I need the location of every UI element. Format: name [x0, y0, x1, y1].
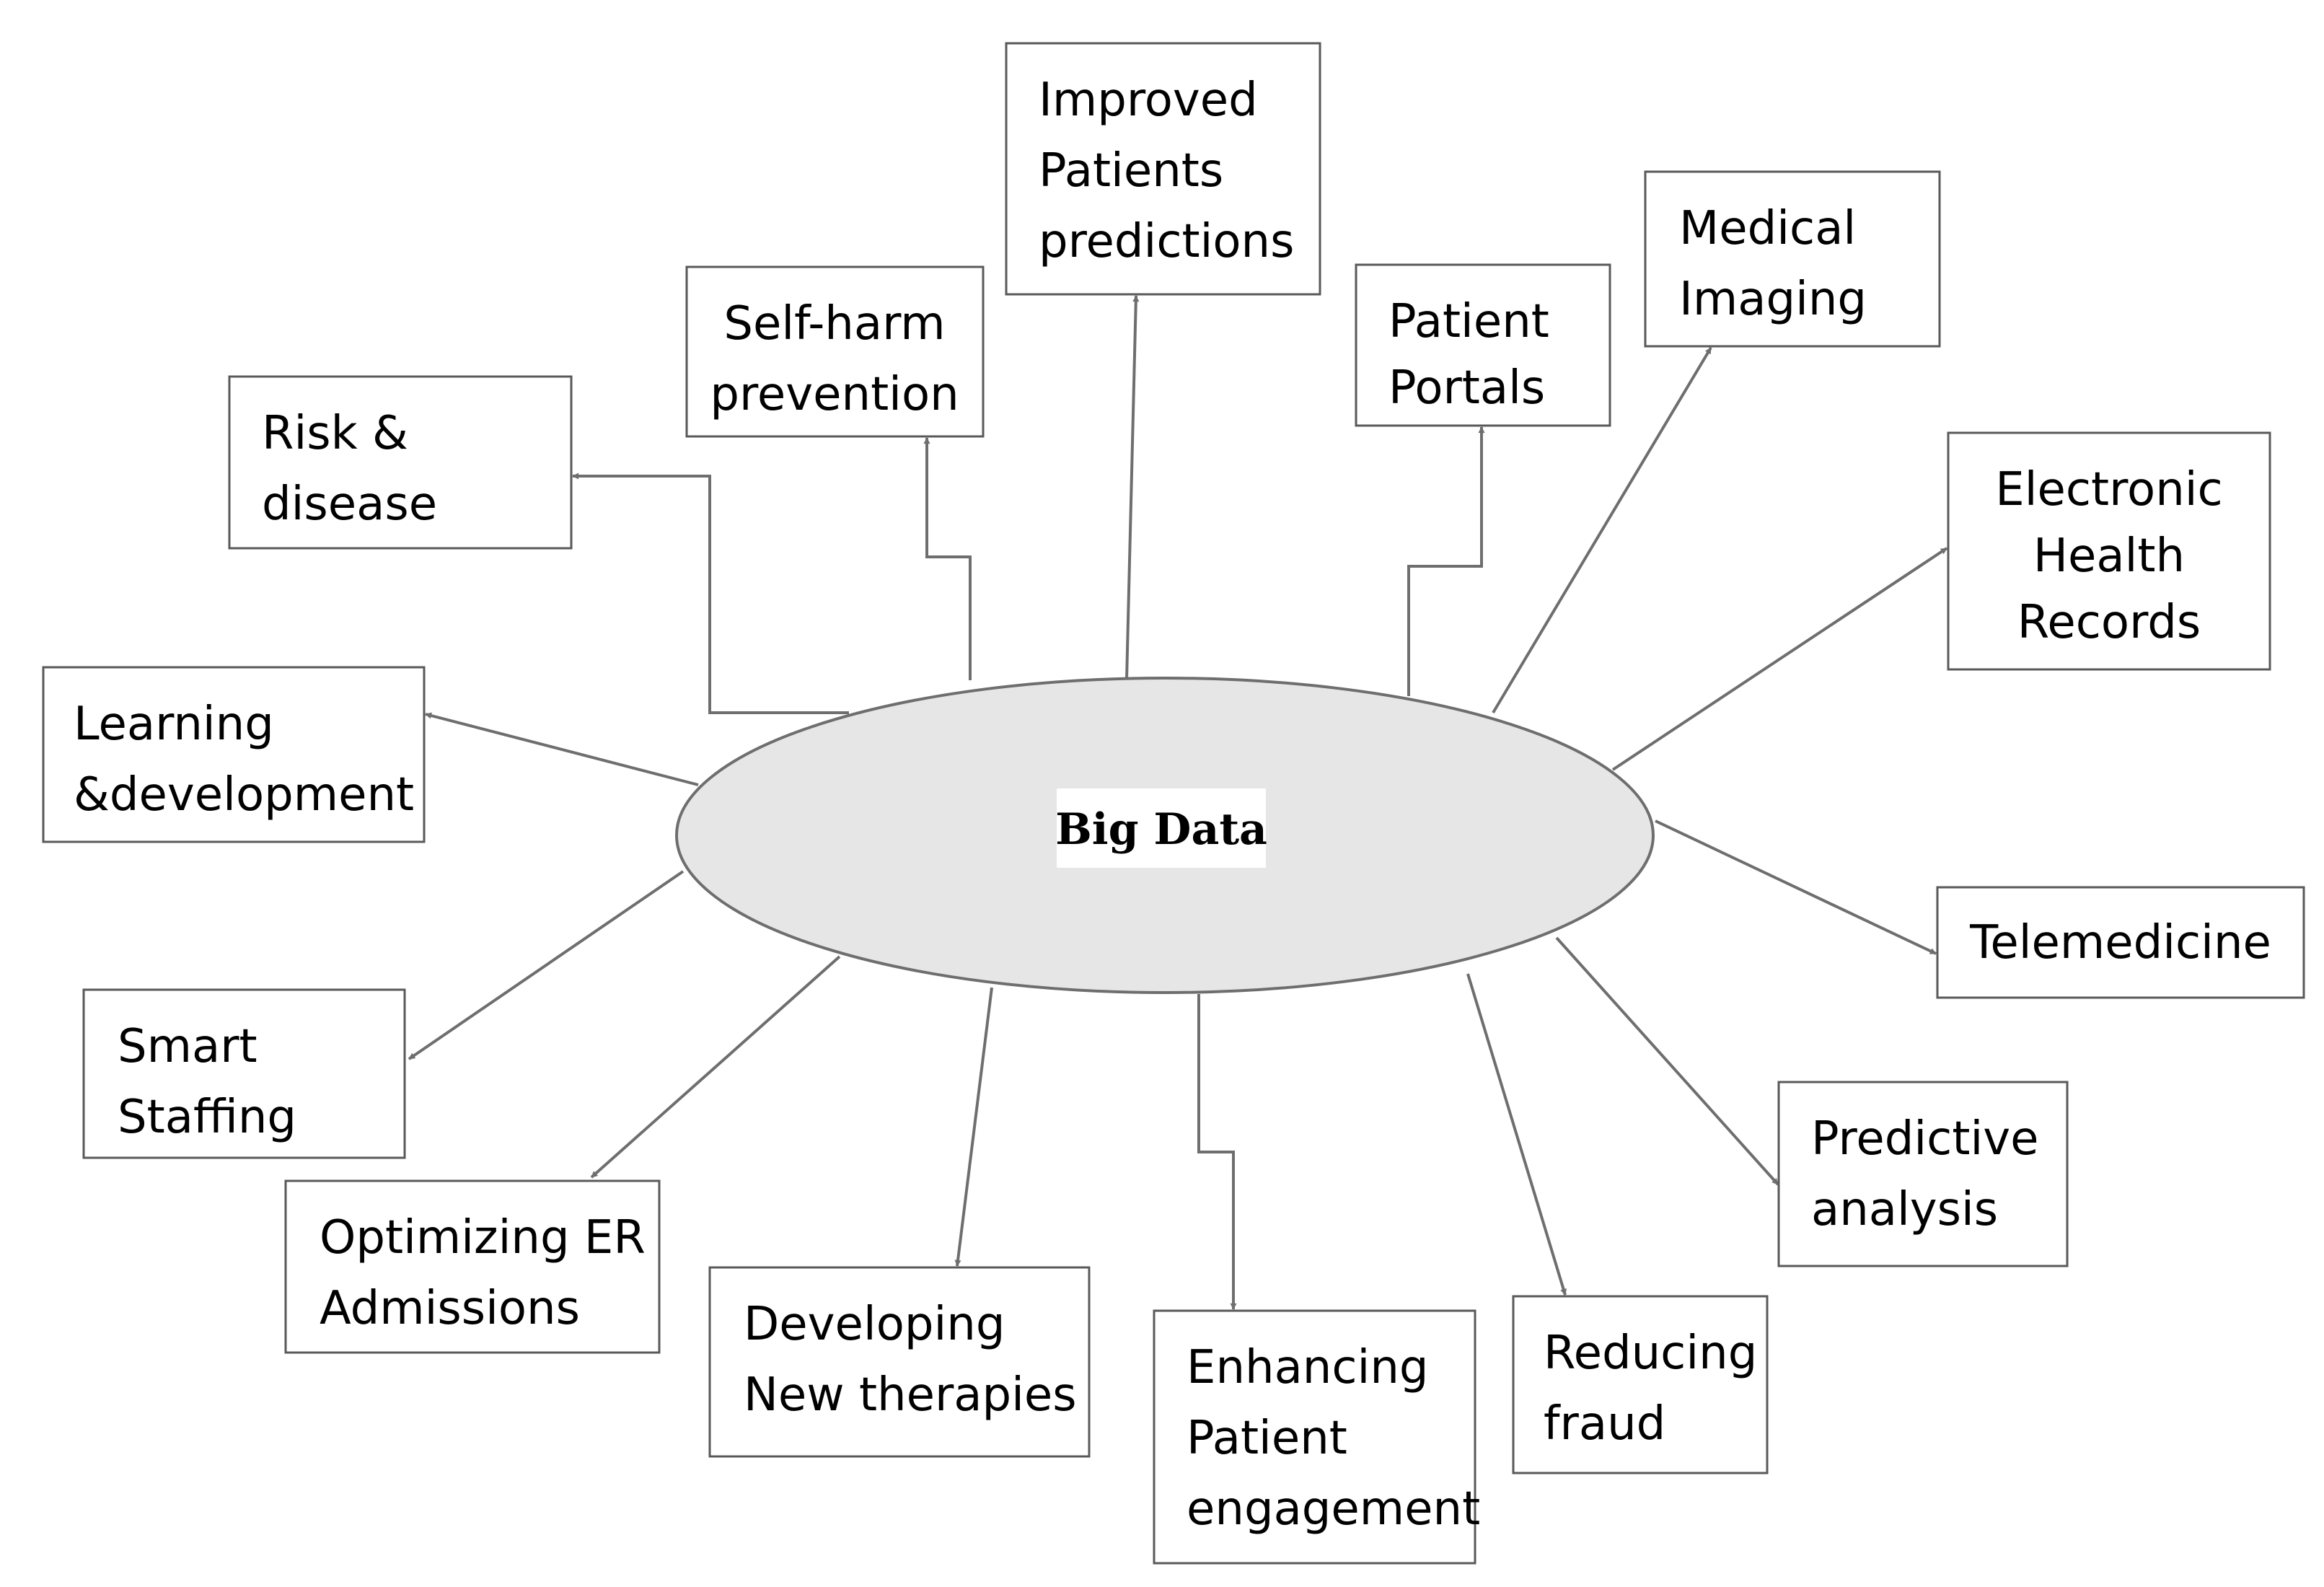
box-frame [708, 1266, 1091, 1458]
box-frame [685, 265, 985, 438]
box-label-line: Developing [744, 1298, 1005, 1351]
box-frame [82, 988, 406, 1159]
arrow-to-medical-imaging [1492, 346, 1712, 714]
box-frame [1153, 1309, 1476, 1565]
box-frame [1355, 263, 1611, 427]
box-label-telemedicine: Telemedicine [1969, 916, 2271, 970]
arrow-to-optimizing-er-admissions [590, 955, 841, 1179]
arrow-to-predictive-analysis [1555, 936, 1779, 1186]
center-label: Big Data [1055, 804, 1267, 855]
box-label-line: Improved [1039, 74, 1258, 127]
box-label-reducing-fraud: Reducing fraud [1544, 1327, 1757, 1451]
box-label-line: Patient [1388, 295, 1549, 348]
arrow-to-reducing-fraud [1466, 973, 1567, 1296]
box-label-line: &development [74, 768, 414, 822]
box-label-line: Health [2033, 529, 2185, 583]
box-label-line: Records [2017, 596, 2201, 649]
box-frame [1005, 42, 1321, 296]
box-label-line: Electronic [1995, 463, 2222, 516]
box-label-line: Reducing [1544, 1327, 1757, 1380]
box-frame [42, 666, 426, 843]
box-risk-disease: Risk & disease [228, 375, 573, 550]
box-frame [1947, 431, 2271, 671]
box-label-line: analysis [1811, 1183, 1998, 1236]
arrow-to-learning-development [425, 712, 699, 786]
box-label-line: prevention [710, 368, 959, 421]
box-label-line: Telemedicine [1969, 916, 2271, 970]
box-label-line: Risk & [262, 407, 408, 460]
arrow-to-electronic-health-records [1611, 547, 1948, 771]
box-label-line: Staffing [118, 1091, 296, 1144]
box-frame [1936, 886, 2305, 999]
arrow-to-improved-patients-predictions [1125, 295, 1140, 680]
box-label-line: engagement [1187, 1482, 1480, 1536]
box-label-line: Learning [74, 698, 274, 751]
box-label-line: New therapies [744, 1368, 1077, 1422]
box-label-line: Patients [1039, 144, 1223, 198]
box-learning-development: Learning&development [42, 666, 426, 843]
arrow-to-developing-new-therapies [954, 987, 993, 1267]
box-predictive-analysis: Predictive analysis [1777, 1081, 2069, 1267]
box-label-risk-disease: Risk & disease [262, 407, 437, 531]
box-label-line: Patient [1187, 1412, 1347, 1465]
box-frame [1644, 170, 1941, 348]
arrow-to-patient-portals [1407, 426, 1485, 696]
connector-arrows [408, 295, 1948, 1310]
box-label-line: Admissions [320, 1282, 580, 1335]
arrow-to-smart-staffing [408, 870, 685, 1060]
box-frame [284, 1179, 661, 1354]
center-node: Big Data [675, 677, 1655, 994]
box-label-predictive-analysis: Predictive analysis [1811, 1112, 2038, 1236]
box-label-optimizing-er-admissions: Optimizing ER Admissions [320, 1211, 646, 1335]
box-label-line: fraud [1544, 1397, 1665, 1451]
box-label-line: predictions [1039, 215, 1294, 268]
box-self-harm-prevention: Self-harm prevention [685, 265, 985, 438]
box-frame [1512, 1295, 1769, 1474]
arrow-to-self-harm-prevention [923, 437, 972, 680]
box-label-line: Optimizing ER [320, 1211, 646, 1265]
box-label-learning-development: Learning&development [74, 698, 414, 822]
box-label-line: disease [262, 478, 437, 531]
arrow-to-enhancing-patient-engagement [1197, 994, 1237, 1310]
box-label-self-harm-prevention: Self-harm prevention [710, 297, 959, 421]
box-label-line: Imaging [1679, 273, 1867, 326]
box-label-line: Predictive [1811, 1112, 2038, 1166]
box-reducing-fraud: Reducing fraud [1512, 1295, 1769, 1474]
arrow-to-risk-disease [572, 472, 849, 714]
box-label-line: Enhancing [1187, 1341, 1429, 1394]
box-optimizing-er-admissions: Optimizing ER Admissions [284, 1179, 661, 1354]
box-label-line: Portals [1388, 361, 1545, 415]
center-label-background [1057, 788, 1266, 868]
box-frame [1777, 1081, 2069, 1267]
box-frame [228, 375, 573, 550]
box-label-line: Medical [1679, 202, 1856, 255]
box-label-line: Self-harm [723, 297, 945, 351]
arrow-to-telemedicine [1655, 819, 1937, 955]
box-telemedicine: Telemedicine [1936, 886, 2305, 999]
box-label-line: Smart [118, 1020, 258, 1073]
